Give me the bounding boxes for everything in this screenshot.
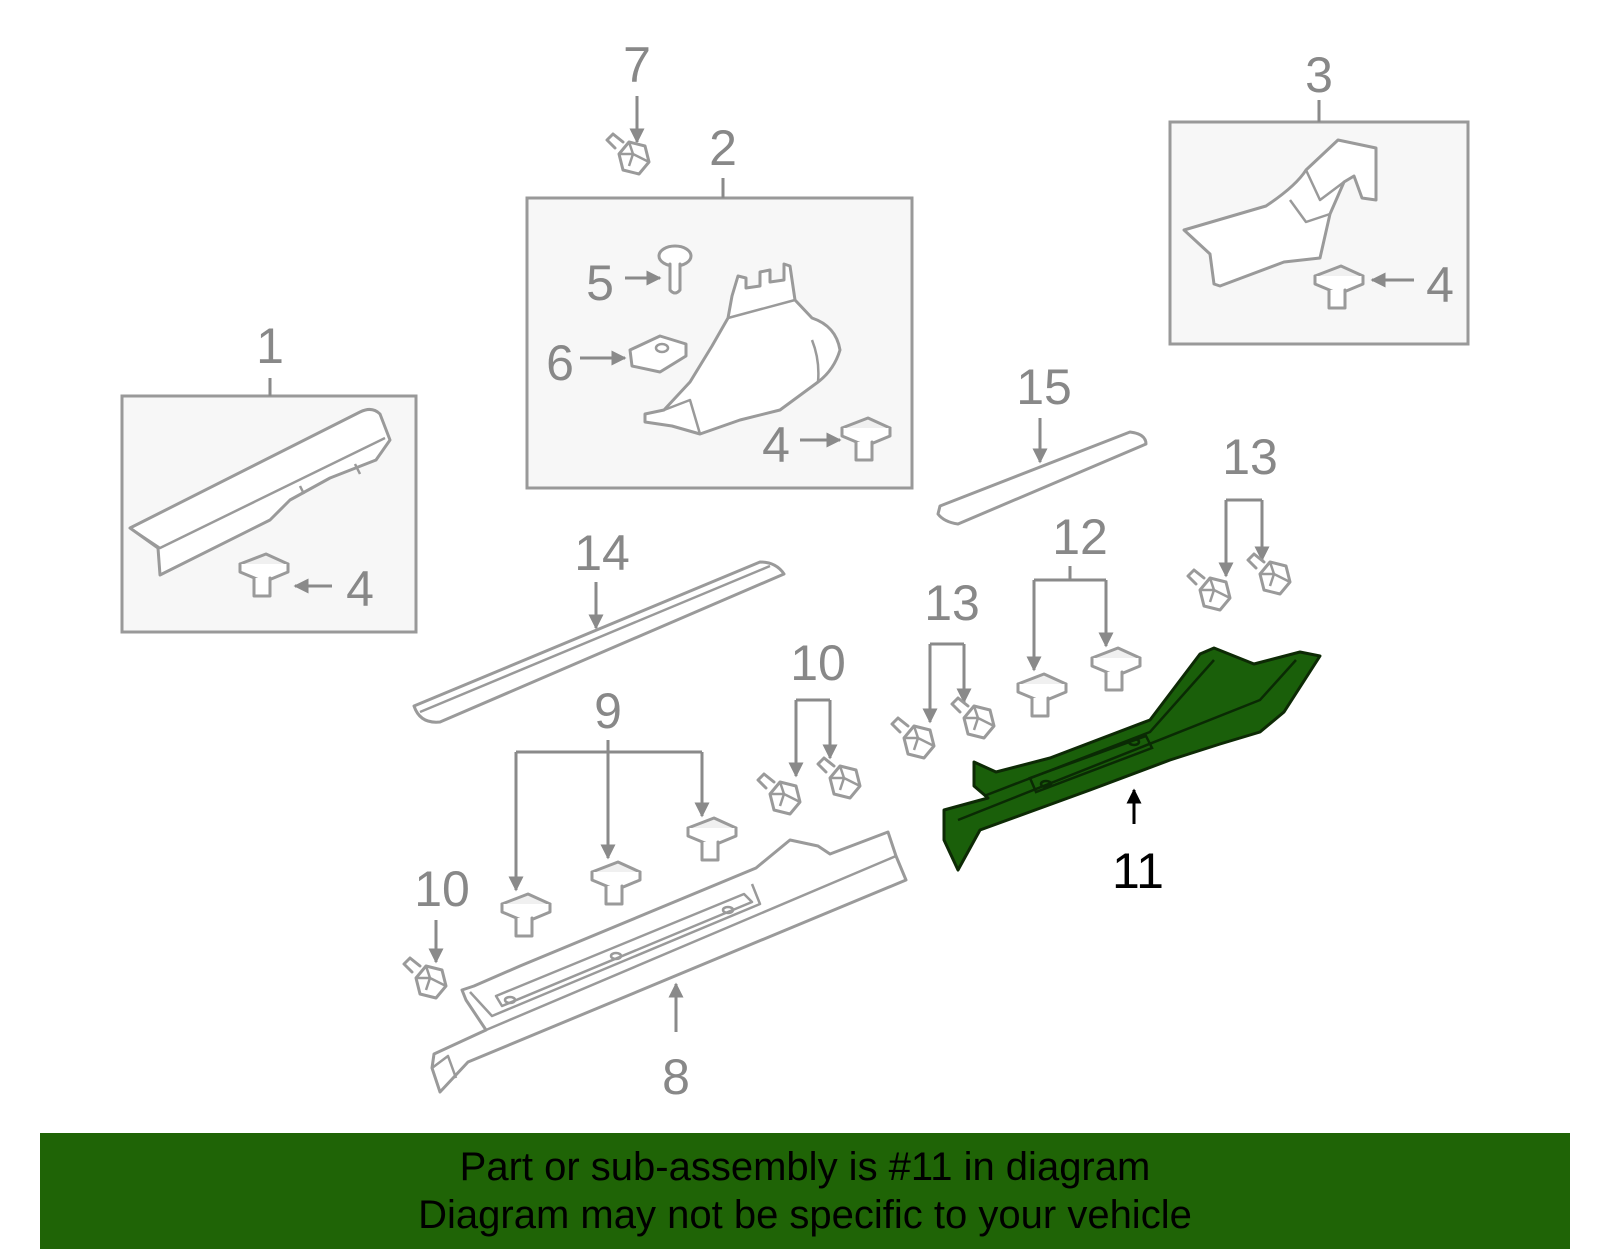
- callout-2: 2: [709, 120, 737, 176]
- callout-9: 9: [594, 683, 622, 739]
- callout-6: 6: [546, 335, 574, 391]
- part-1-trim: [128, 407, 392, 577]
- callout-15: 15: [1016, 359, 1072, 415]
- callout-10-b: 10: [414, 861, 470, 917]
- part-13-bolt-a: [890, 716, 936, 760]
- part-12-clip-a: [1016, 672, 1068, 718]
- banner-line-2: Diagram may not be specific to your vehi…: [418, 1193, 1192, 1237]
- part-6-bracket: [628, 334, 688, 374]
- part-13-bolt-c: [1186, 568, 1232, 612]
- part-8-sill-plate: [430, 830, 908, 1094]
- part-12-clip-b: [1090, 646, 1142, 692]
- callout-5: 5: [586, 255, 614, 311]
- callout-13-b: 13: [924, 575, 980, 631]
- callout-11: 11: [1112, 843, 1164, 899]
- banner-line-1: Part or sub-assembly is #11 in diagram: [459, 1145, 1151, 1189]
- callout-8: 8: [662, 1049, 690, 1105]
- part-10-bolt-c: [402, 956, 448, 1000]
- callout-10-a: 10: [790, 635, 846, 691]
- part-9-clip-c: [686, 816, 738, 862]
- part-9-clip-b: [590, 860, 642, 906]
- callout-13-a: 13: [1222, 429, 1278, 485]
- callout-7: 7: [623, 37, 651, 93]
- callout-14: 14: [574, 525, 630, 581]
- callout-4-b: 4: [762, 417, 790, 473]
- part-2-pillar-trim: [643, 262, 842, 436]
- part-10-bolt-a: [756, 772, 802, 816]
- part-7-bolt: [605, 132, 651, 176]
- callout-12: 12: [1052, 509, 1108, 565]
- part-15-strip: [936, 430, 1148, 526]
- part-14-strip: [412, 560, 786, 724]
- part-3-upper-trim: [1182, 138, 1378, 288]
- part-5-pin: [657, 244, 693, 295]
- part-13-bolt-b: [950, 696, 996, 740]
- part-11-highlighted: [942, 646, 1322, 872]
- callout-3: 3: [1305, 47, 1333, 103]
- part-13-bolt-d: [1246, 552, 1292, 596]
- callout-1: 1: [256, 318, 284, 374]
- part-10-bolt-b: [816, 756, 862, 800]
- part-9-clip-a: [500, 892, 552, 938]
- callout-4-c: 4: [1426, 257, 1454, 313]
- callout-4-a: 4: [346, 561, 374, 617]
- info-banner: Part or sub-assembly is #11 in diagram D…: [40, 1133, 1570, 1249]
